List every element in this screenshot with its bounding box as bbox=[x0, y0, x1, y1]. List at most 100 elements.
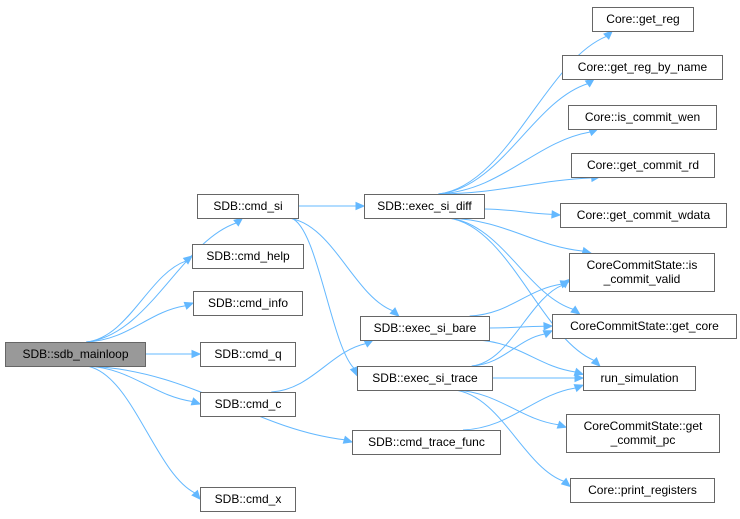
node-label: SDB::exec_si_bare bbox=[374, 321, 477, 335]
edge-sdb-mainloop-to-cmd-help bbox=[86, 260, 186, 343]
edge-exec-si-diff-to-get-core bbox=[447, 217, 574, 310]
arrowhead bbox=[342, 435, 354, 444]
node-cmd-x[interactable]: SDB::cmd_x bbox=[200, 487, 296, 512]
node-exec-si-bare[interactable]: SDB::exec_si_bare bbox=[360, 316, 490, 341]
node-label: _commit_pc bbox=[610, 433, 676, 447]
edge-exec-si-trace-to-print-registers bbox=[454, 389, 565, 482]
edge-exec-si-diff-to-get-commit-wdata bbox=[483, 208, 553, 215]
node-box bbox=[352, 430, 501, 455]
edge-exec-si-bare-to-run-simulation bbox=[476, 339, 576, 373]
edge-exec-si-diff-to-is-commit-valid bbox=[447, 217, 584, 252]
edge-sdb-mainloop-to-cmd-si bbox=[86, 222, 237, 343]
node-label: SDB::cmd_help bbox=[206, 249, 290, 263]
edge-exec-si-diff-to-is-commit-wen bbox=[438, 131, 591, 195]
arrowhead bbox=[349, 366, 358, 377]
node-label: Core::is_commit_wen bbox=[585, 110, 700, 124]
node-cmd-c[interactable]: SDB::cmd_c bbox=[200, 392, 296, 417]
arrowhead bbox=[233, 217, 244, 227]
node-label: SDB::exec_si_trace bbox=[372, 371, 478, 385]
node-label: SDB::cmd_c bbox=[215, 397, 282, 411]
node-label: CoreCommitState::get bbox=[584, 419, 703, 433]
arrowhead bbox=[584, 78, 596, 88]
node-get-reg-by-name[interactable]: Core::get_reg_by_name bbox=[562, 55, 723, 80]
node-box bbox=[360, 316, 490, 341]
node-label: Core::get_commit_rd bbox=[587, 158, 699, 172]
edge-exec-si-trace-to-is-commit-valid bbox=[471, 284, 564, 367]
node-cmd-help[interactable]: SDB::cmd_help bbox=[192, 244, 304, 269]
node-box bbox=[5, 342, 146, 367]
arrowhead bbox=[543, 322, 554, 331]
node-exec-si-trace[interactable]: SDB::exec_si_trace bbox=[357, 366, 493, 391]
node-label: SDB::cmd_trace_func bbox=[368, 435, 485, 449]
arrowhead bbox=[590, 357, 601, 367]
arrowhead bbox=[363, 339, 375, 348]
node-box bbox=[200, 392, 296, 417]
arrowhead bbox=[573, 384, 585, 393]
node-box bbox=[569, 253, 715, 292]
node-get-core[interactable]: CoreCommitState::get_core bbox=[552, 314, 737, 339]
node-print-registers[interactable]: Core::print_registers bbox=[570, 478, 715, 503]
node-exec-si-diff[interactable]: SDB::exec_si_diff bbox=[364, 194, 485, 219]
node-get-commit-pc[interactable]: CoreCommitState::get_commit_pc bbox=[566, 414, 720, 453]
node-label: run_simulation bbox=[600, 371, 678, 385]
edge-cmd-trace-func-to-run-simulation bbox=[462, 387, 576, 431]
arrowhead bbox=[182, 255, 193, 265]
edge-sdb-mainloop-to-cmd-c bbox=[86, 365, 193, 402]
node-box bbox=[200, 342, 296, 367]
node-sdb-mainloop[interactable]: SDB::sdb_mainloop bbox=[5, 342, 146, 367]
node-label: Core::print_registers bbox=[588, 483, 697, 497]
node-get-reg[interactable]: Core::get_reg bbox=[592, 7, 694, 32]
node-get-commit-rd[interactable]: Core::get_commit_rd bbox=[571, 153, 715, 178]
node-cmd-trace-func[interactable]: SDB::cmd_trace_func bbox=[352, 430, 501, 455]
node-label: SDB::sdb_mainloop bbox=[22, 347, 128, 361]
node-box bbox=[552, 314, 737, 339]
arrowhead bbox=[191, 349, 202, 359]
edge-exec-si-diff-to-get-reg bbox=[438, 36, 607, 195]
arrowhead bbox=[542, 330, 554, 339]
node-label: SDB::cmd_q bbox=[214, 347, 281, 361]
edge-exec-si-diff-to-run-simulation bbox=[447, 217, 595, 361]
node-cmd-si[interactable]: SDB::cmd_si bbox=[197, 194, 299, 219]
edge-exec-si-trace-to-get-commit-pc bbox=[454, 389, 559, 426]
node-box bbox=[566, 414, 720, 453]
edge-exec-si-diff-to-get-commit-rd bbox=[438, 177, 592, 195]
edges-layer bbox=[86, 30, 614, 500]
node-box bbox=[560, 203, 727, 228]
node-box bbox=[571, 153, 715, 178]
node-box bbox=[364, 194, 485, 219]
arrowhead bbox=[355, 201, 366, 211]
node-label: SDB::exec_si_diff bbox=[377, 199, 472, 213]
arrowhead bbox=[183, 301, 195, 310]
node-run-simulation[interactable]: run_simulation bbox=[583, 366, 696, 391]
arrowhead bbox=[570, 305, 581, 315]
node-cmd-q[interactable]: SDB::cmd_q bbox=[200, 342, 296, 367]
node-is-commit-valid[interactable]: CoreCommitState::is_commit_valid bbox=[569, 253, 715, 292]
node-box bbox=[568, 105, 717, 130]
node-box bbox=[197, 194, 299, 219]
edge-exec-si-bare-to-get-core bbox=[488, 325, 545, 329]
edge-cmd-c-to-exec-si-bare bbox=[271, 343, 366, 393]
node-label: Core::get_commit_wdata bbox=[577, 208, 711, 222]
arrowhead bbox=[389, 307, 400, 317]
node-box bbox=[193, 291, 303, 316]
arrowhead bbox=[191, 489, 201, 500]
arrowhead bbox=[560, 477, 571, 488]
arrowhead bbox=[559, 278, 570, 289]
arrowhead bbox=[190, 397, 202, 406]
node-label: CoreCommitState::is bbox=[587, 258, 698, 272]
nodes-layer: SDB::sdb_mainloop SDB::cmd_siSDB::cmd_hel… bbox=[5, 7, 737, 512]
node-label: Core::get_reg bbox=[606, 12, 679, 26]
node-label: SDB::cmd_x bbox=[215, 492, 282, 506]
arrowhead bbox=[573, 367, 585, 376]
node-box bbox=[192, 244, 304, 269]
node-label: _commit_valid bbox=[603, 272, 681, 286]
node-cmd-info[interactable]: SDB::cmd_info bbox=[193, 291, 303, 316]
node-label: Core::get_reg_by_name bbox=[578, 60, 708, 74]
edge-cmd-si-to-exec-si-trace bbox=[290, 217, 355, 369]
node-is-commit-wen[interactable]: Core::is_commit_wen bbox=[568, 105, 717, 130]
node-box bbox=[570, 478, 715, 503]
node-label: SDB::cmd_si bbox=[213, 199, 282, 213]
edge-exec-si-diff-to-get-reg-by-name bbox=[438, 83, 588, 195]
node-get-commit-wdata[interactable]: Core::get_commit_wdata bbox=[560, 203, 727, 228]
